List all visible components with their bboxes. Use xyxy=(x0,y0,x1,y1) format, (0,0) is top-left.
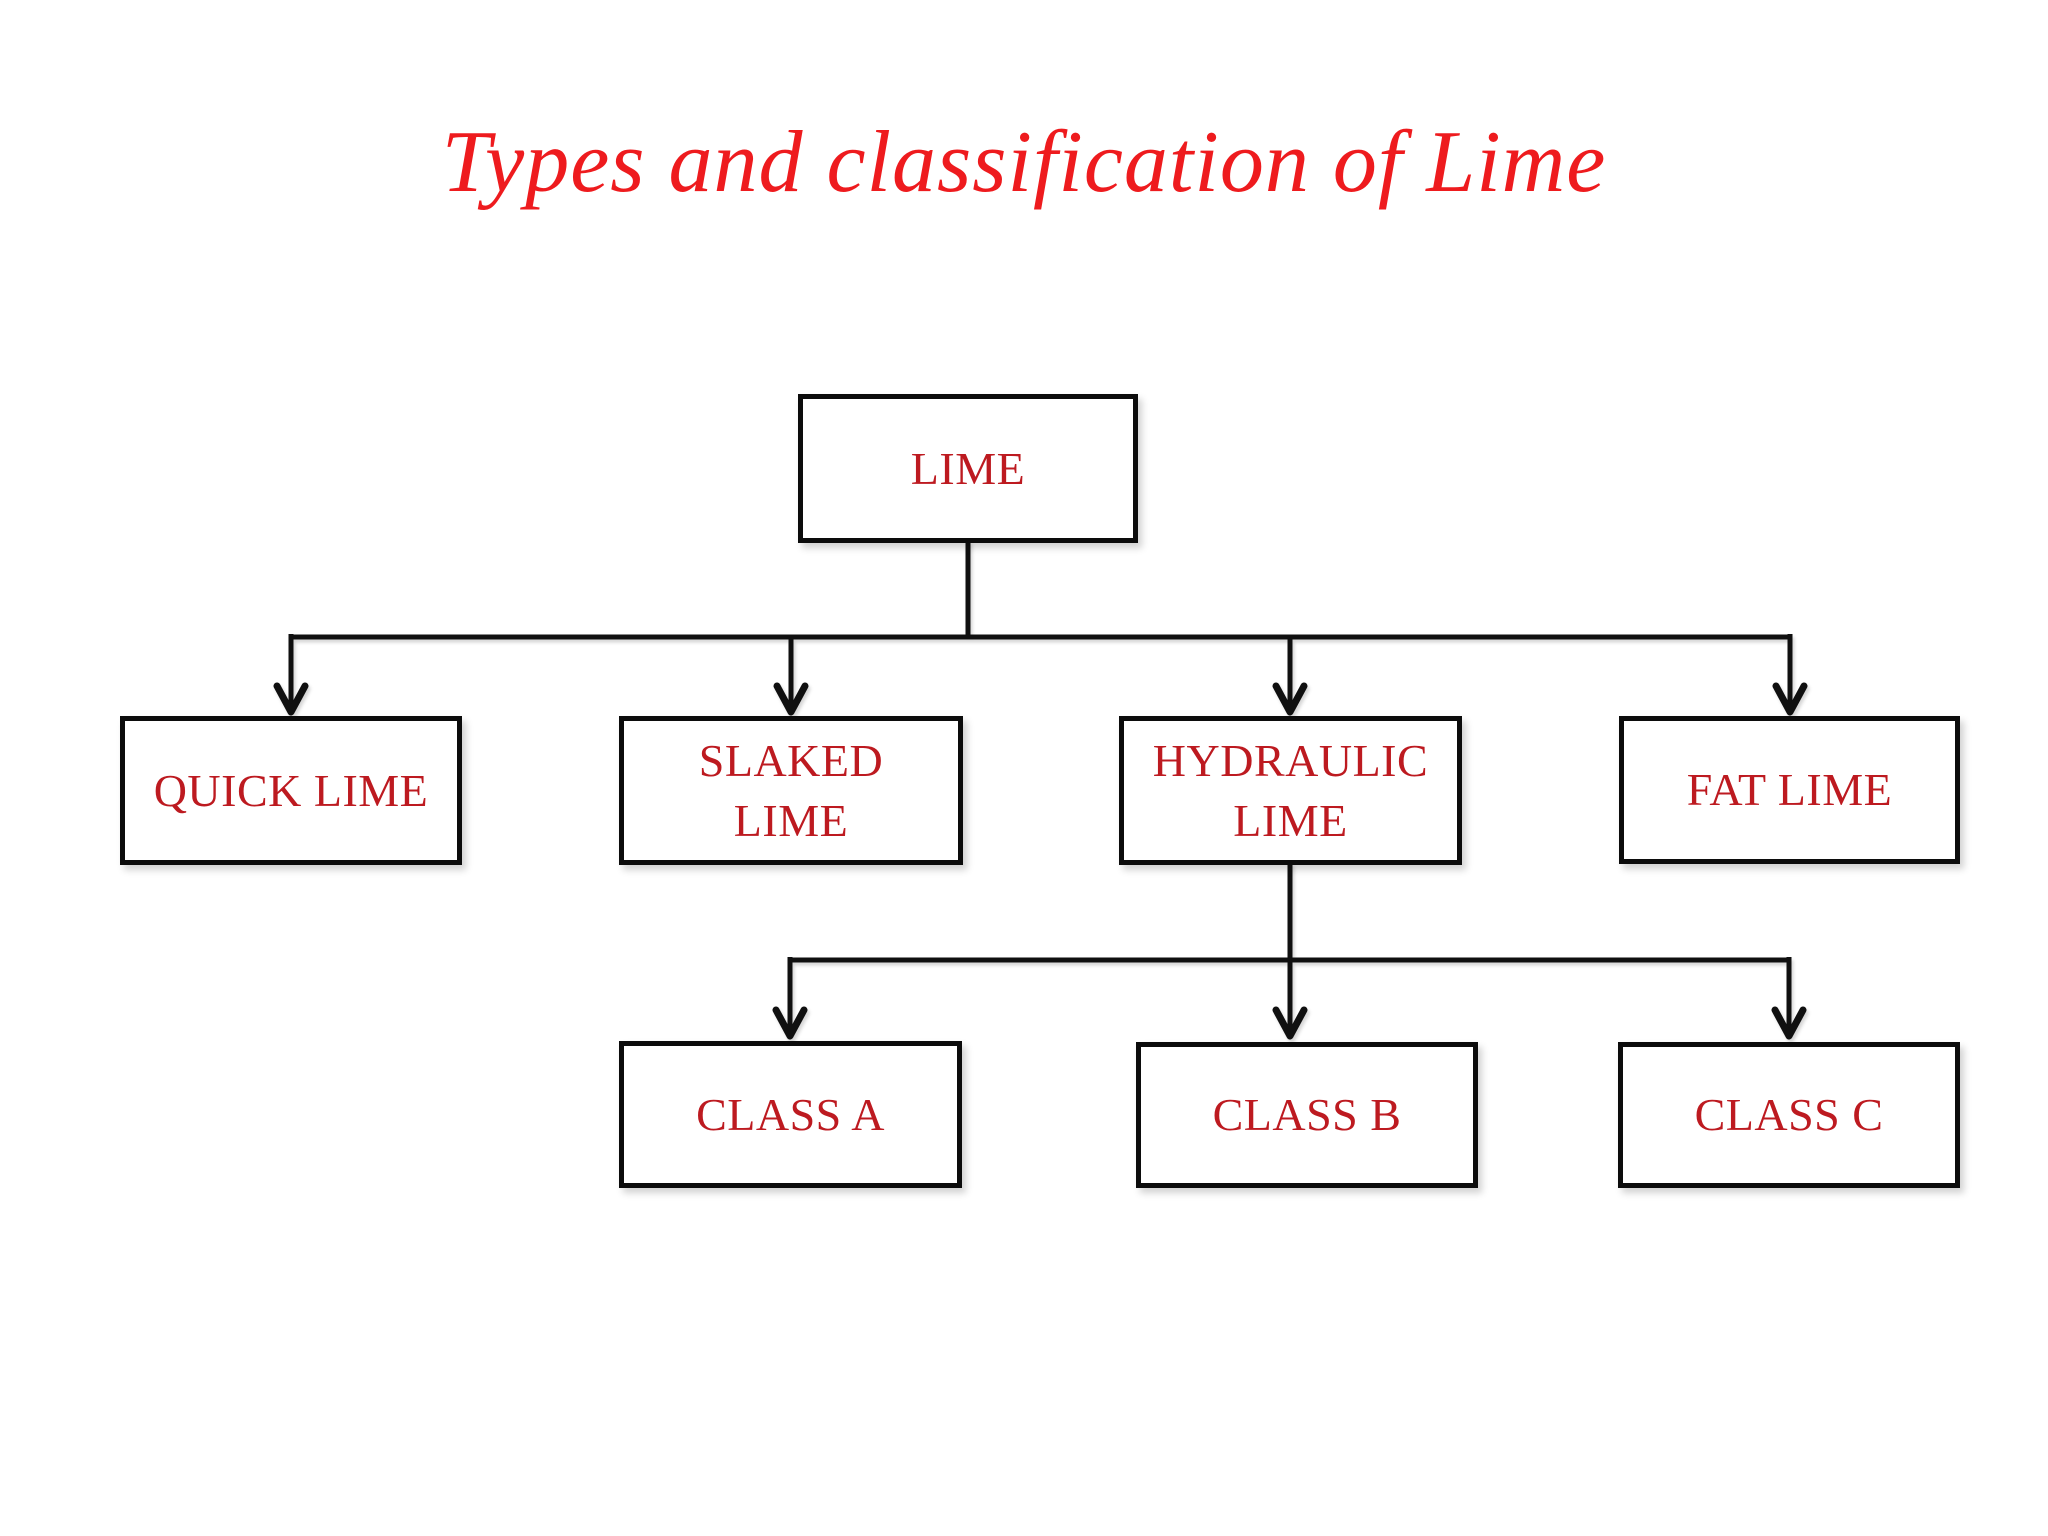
node-label: SLAKED LIME xyxy=(698,734,884,846)
node-lime: LIME xyxy=(798,394,1138,543)
node-hydraulic-lime: HYDRAULIC LIME xyxy=(1119,716,1462,865)
node-quick-lime: QUICK LIME xyxy=(120,716,462,865)
page-title: Types and classification of Lime xyxy=(441,114,1607,211)
lime-branch-connector xyxy=(273,541,1808,716)
node-label: FAT LIME xyxy=(1686,764,1893,816)
node-class-b: CLASS B xyxy=(1136,1042,1478,1188)
node-label: QUICK LIME xyxy=(153,764,429,816)
node-label: CLASS C xyxy=(1694,1089,1884,1141)
node-fat-lime: FAT LIME xyxy=(1619,716,1960,864)
node-label: CLASS B xyxy=(1212,1089,1402,1141)
node-class-c: CLASS C xyxy=(1618,1042,1960,1188)
node-slaked-lime: SLAKED LIME xyxy=(619,716,963,865)
node-label: LIME xyxy=(910,442,1026,494)
node-label: CLASS A xyxy=(696,1088,885,1140)
hydraulic-branch-connector xyxy=(772,863,1807,1040)
node-class-a: CLASS A xyxy=(619,1041,962,1188)
node-label: HYDRAULIC LIME xyxy=(1152,734,1429,846)
